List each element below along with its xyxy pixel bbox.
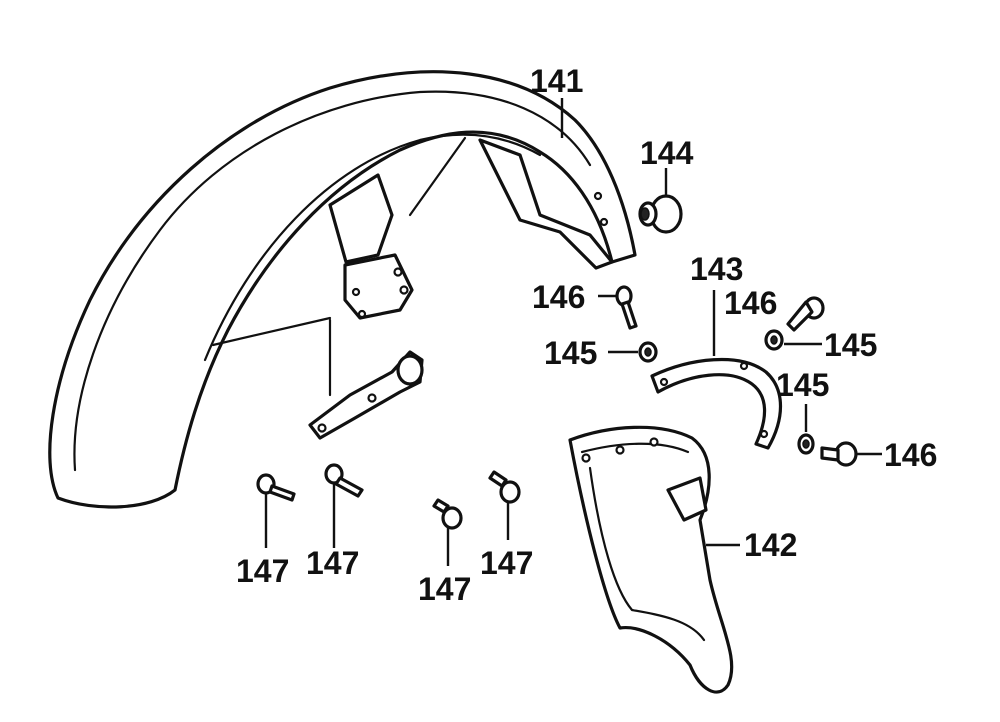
- bolt-147-d: [488, 470, 521, 540]
- grommet-144: [638, 168, 683, 234]
- bolt-147-a: [256, 473, 296, 548]
- washer-145-c: [797, 404, 815, 455]
- bolt-147-b: [324, 463, 364, 548]
- callout-147-b: 147: [306, 545, 359, 581]
- mudflap-142: [568, 425, 740, 694]
- callout-147-a: 147: [236, 553, 289, 589]
- front-fender: [48, 70, 637, 509]
- callout-146-b: 146: [724, 285, 777, 321]
- callout-146-a: 146: [532, 279, 585, 315]
- callout-145-c: 145: [776, 367, 829, 403]
- screw-146-a: [598, 285, 638, 330]
- callout-144: 144: [640, 135, 694, 171]
- washer-145-a: [608, 341, 658, 363]
- fender-bracket: [308, 350, 424, 440]
- callout-142: 142: [744, 527, 797, 563]
- callout-143: 143: [690, 251, 743, 287]
- callout-145-b: 145: [824, 327, 877, 363]
- callout-141: 141: [530, 63, 583, 99]
- screw-146-b: [786, 296, 825, 332]
- callout-147-d: 147: [480, 545, 533, 581]
- callout-147-c: 147: [418, 571, 471, 607]
- callout-145-a: 145: [544, 335, 597, 371]
- callout-146-c: 146: [884, 437, 937, 473]
- strap-143: [650, 290, 783, 450]
- washer-145-b: [764, 329, 822, 351]
- bolt-147-c: [432, 498, 463, 566]
- screw-146-c: [820, 441, 882, 467]
